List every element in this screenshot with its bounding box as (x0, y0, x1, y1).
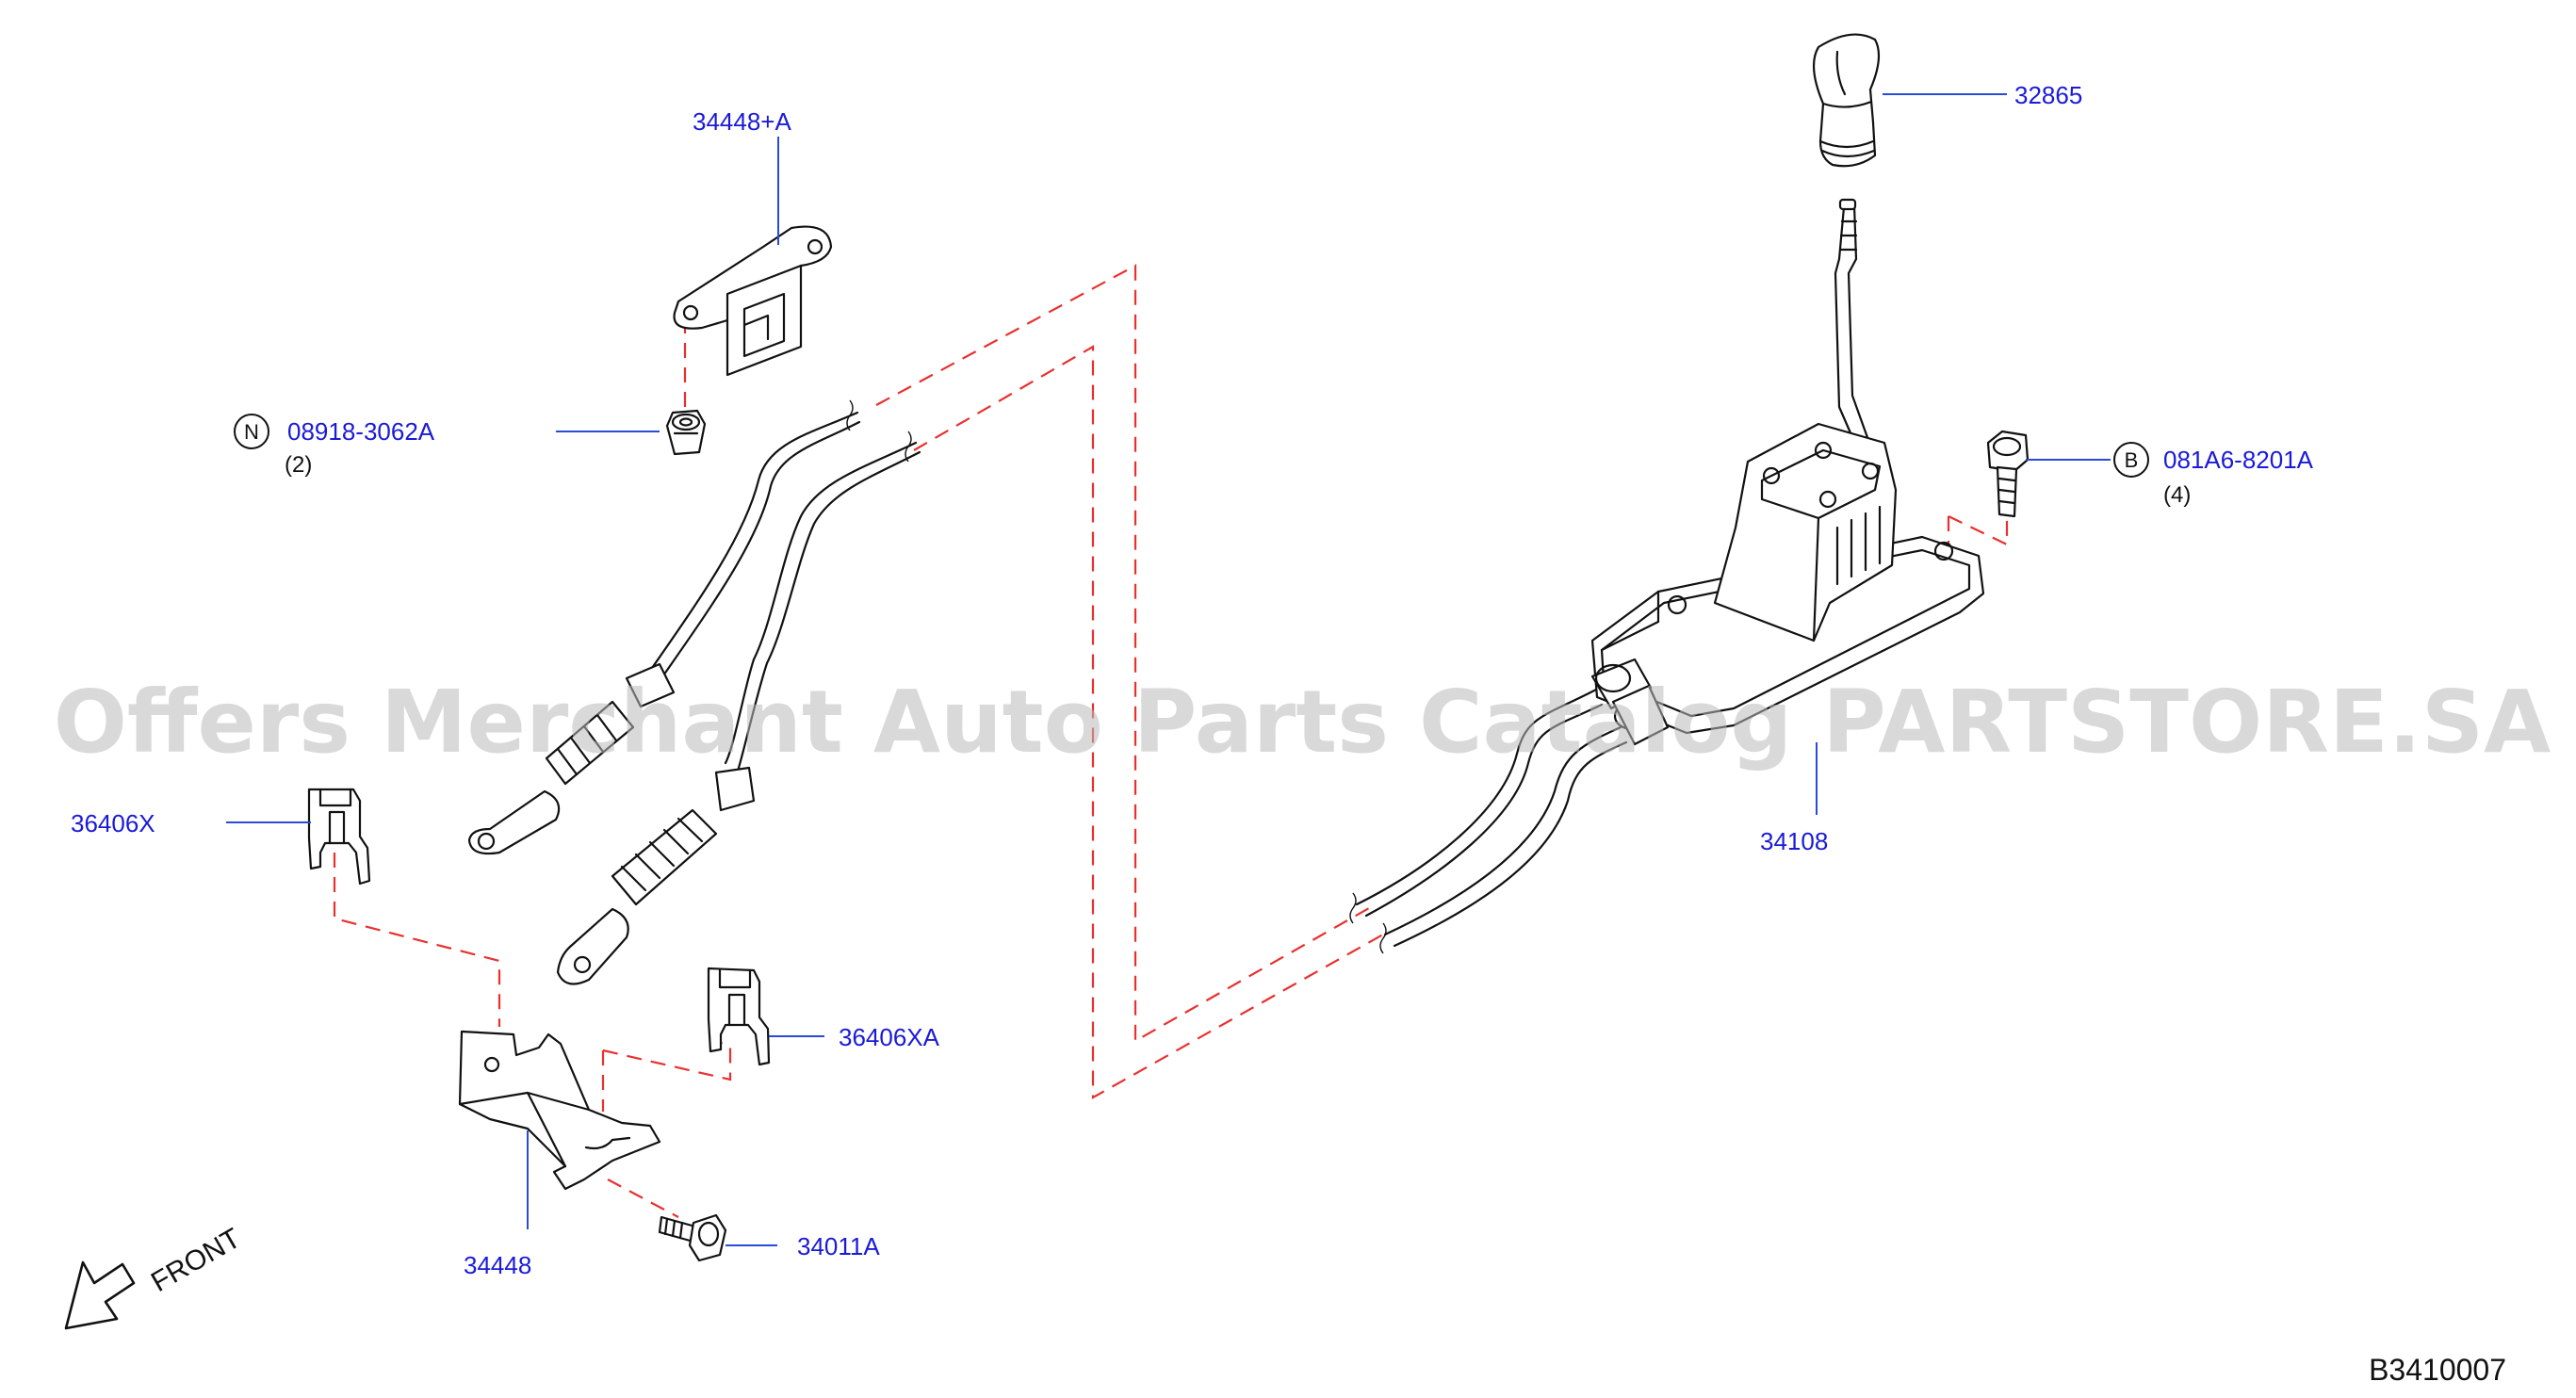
front-direction-indicator: FRONT (64, 1223, 246, 1330)
bolt-badge-letter: B (2125, 448, 2139, 472)
shift-knob-drawing (1812, 33, 1881, 168)
label-clip-left[interactable]: 36406X (71, 809, 155, 837)
clip-right-drawing (707, 967, 771, 1066)
diagram-code: B3410007 (2369, 1353, 2506, 1387)
front-label: FRONT (146, 1223, 246, 1298)
qty-bolt-flange: (4) (2163, 482, 2191, 508)
label-shift-knob[interactable]: 32865 (2014, 81, 2082, 109)
label-nut[interactable]: 08918-3062A (287, 417, 435, 446)
bolt-badge-circle (2113, 442, 2149, 478)
watermark-text: Offers Merchant Auto Parts Catalog PARTS… (54, 672, 2552, 772)
label-bracket-lower[interactable]: 34448 (464, 1251, 531, 1279)
bracket-lower-drawing (458, 1030, 661, 1191)
nut-badge-circle (234, 414, 269, 449)
bolt-flange-drawing (1986, 430, 2030, 518)
label-bolt-flange[interactable]: 081A6-8201A (2163, 446, 2314, 474)
clip-left-drawing (307, 788, 371, 886)
label-shifter-assembly[interactable]: 34108 (1760, 827, 1828, 855)
phantom-lines (333, 264, 2009, 1218)
leader-lines (226, 93, 2111, 1246)
bracket-upper-drawing (673, 225, 833, 377)
shifter-assembly-drawing (1349, 198, 1985, 954)
qty-nut: (2) (285, 452, 312, 478)
nut-drawing (665, 409, 707, 456)
label-clip-right[interactable]: 36406XA (839, 1023, 940, 1051)
nut-badge-letter: N (244, 420, 259, 444)
bolt-lower-drawing (658, 1213, 727, 1262)
front-arrow-icon (64, 1260, 136, 1330)
label-bracket-upper[interactable]: 34448+A (693, 107, 791, 136)
label-bolt-lower[interactable]: 34011A (797, 1232, 880, 1260)
control-cables-drawing (467, 399, 921, 985)
